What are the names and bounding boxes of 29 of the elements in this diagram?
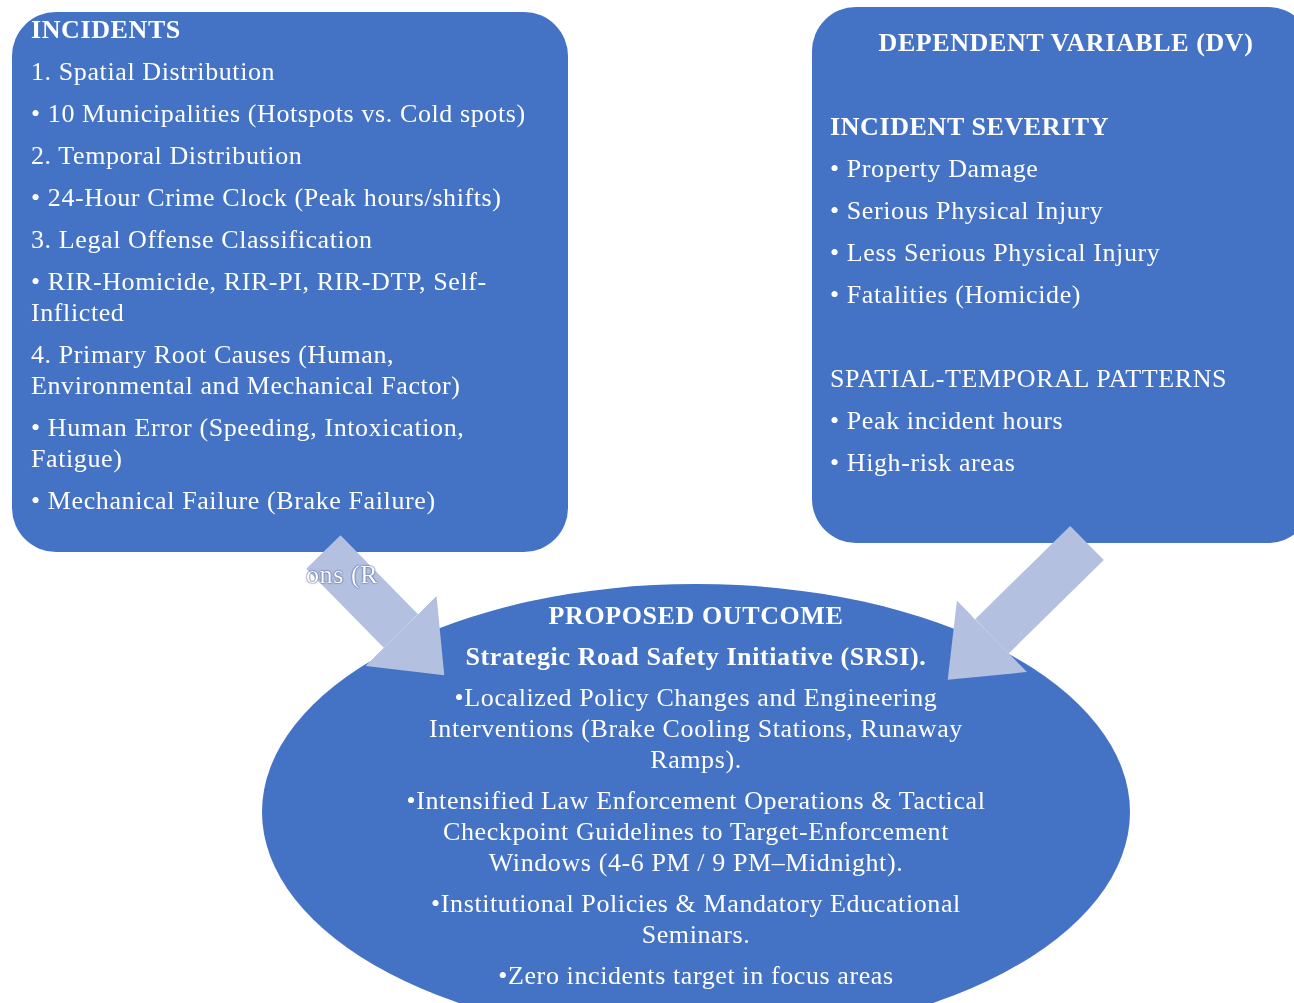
list-item-text: •Intensified Law Enforcement Operations & Tactical Checkpoint Guidelines to Target-Enforcement Windows (4-6 PM / 9 PM–Midnight).	[405, 785, 987, 878]
category-box	[812, 7, 1294, 543]
heading-text: PROPOSED OUTCOME	[547, 600, 845, 631]
list-item-text: • High-risk areas	[830, 447, 1017, 478]
list-item-text: • RIR-Homicide, RIR-PI, RIR-DTP, Self-Inflicted	[31, 266, 488, 328]
heading-text: INCIDENTS	[31, 14, 182, 45]
list-item-text: 3. Legal Offense Classification	[31, 224, 374, 255]
list-item-text: • Mechanical Failure (Brake Failure)	[31, 485, 437, 516]
list-item-text: •Zero incidents target in focus areas	[497, 960, 895, 991]
list-item-text: 2. Temporal Distribution	[31, 140, 304, 171]
heading-text: INCIDENT SEVERITY	[830, 111, 1111, 142]
list-item-text: • Peak incident hours	[830, 405, 1065, 436]
list-item-text: • Property Damage	[830, 153, 1040, 184]
list-item-text: • Fatalities (Homicide)	[830, 279, 1083, 310]
list-item-text: • 24-Hour Crime Clock (Peak hours/shifts)	[31, 182, 503, 213]
category-box	[12, 12, 568, 552]
list-item-text: 1. Spatial Distribution	[31, 56, 277, 87]
list-item-text: • Human Error (Speeding, Intoxication, Fatigue)	[31, 412, 466, 474]
list-item-text: • Serious Physical Injury	[830, 195, 1105, 226]
list-item-text: • Less Serious Physical Injury	[830, 237, 1162, 268]
list-item-text: SPATIAL-TEMPORAL PATTERNS	[830, 363, 1229, 394]
heading-text: Strategic Road Safety Initiative (SRSI).	[464, 641, 928, 672]
block-arrow	[947, 525, 1104, 680]
list-item-text: •Localized Policy Changes and Engineering Interventions (Brake Cooling Stations, Runaway Ramps).	[428, 682, 964, 775]
list-item-text: •Institutional Policies & Mandatory Educational Seminars.	[430, 888, 962, 950]
block-arrow	[306, 535, 445, 676]
list-item-text: 4. Primary Root Causes (Human, Environmental and Mechanical Factor)	[31, 339, 462, 401]
heading-text: DEPENDENT VARIABLE (DV)	[878, 27, 1254, 58]
list-item-text: • 10 Municipalities (Hotspots vs. Cold spots)	[31, 98, 527, 129]
